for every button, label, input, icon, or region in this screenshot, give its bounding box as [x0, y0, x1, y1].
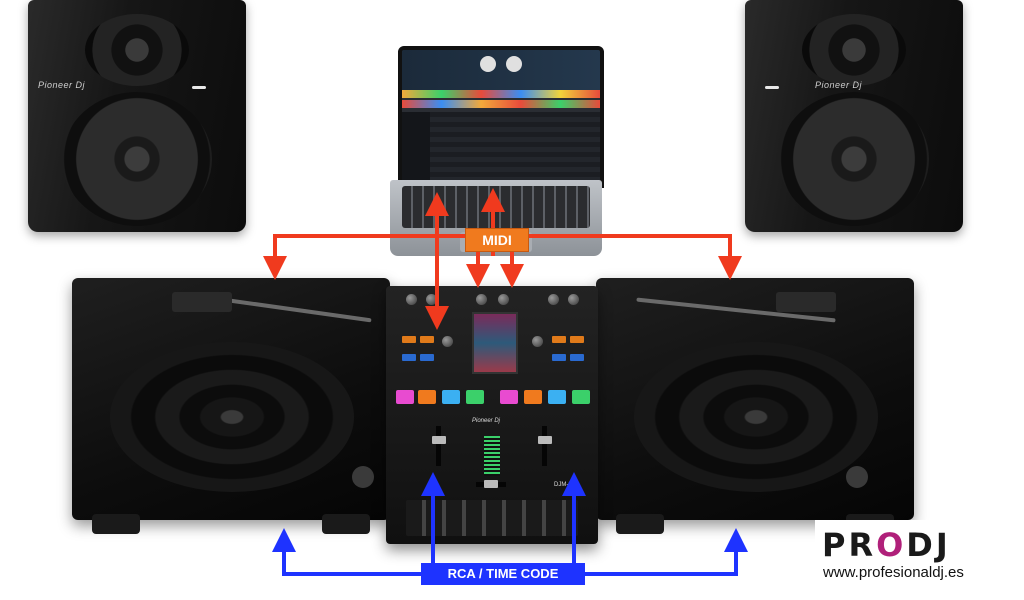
right-foot-1 [616, 514, 664, 534]
mixer-knob [426, 294, 437, 305]
laptop-screen [398, 46, 604, 188]
dj-software-decks [402, 50, 600, 90]
mixer-button [402, 354, 416, 361]
dj-mixer: Pioneer Dj DJM-S11 [386, 286, 598, 544]
prodj-url: www.profesionaldj.es [823, 564, 964, 581]
mixer-screen [472, 312, 518, 374]
track-list [402, 112, 600, 184]
channel-fader [542, 426, 547, 466]
mixer-knob [476, 294, 487, 305]
mixer-knob [406, 294, 417, 305]
rca-arrow-left [272, 528, 421, 576]
left-start-button [352, 466, 374, 488]
right-turntable [596, 278, 914, 534]
waveform-top [402, 90, 600, 98]
right-tonearm-base [776, 292, 836, 312]
mixer-brand: Pioneer Dj [472, 418, 501, 424]
mixer-button [552, 336, 566, 343]
mixer-knob [568, 294, 579, 305]
midi-arrow-right [527, 234, 742, 280]
left-platter [110, 342, 354, 492]
left-speaker: Pioneer Dj [28, 0, 246, 232]
right-speaker-tweeter [802, 14, 906, 86]
browser-sidebar [402, 112, 430, 184]
left-turntable [72, 278, 390, 534]
mixer-button [552, 354, 566, 361]
performance-pad [396, 390, 414, 404]
performance-pad [524, 390, 542, 404]
mixer-button [402, 336, 416, 343]
performance-pad [442, 390, 460, 404]
performance-pad [500, 390, 518, 404]
mixer-knob [532, 336, 543, 347]
mixer-button [570, 336, 584, 343]
left-speaker-brand: Pioneer Dj [38, 80, 86, 90]
rca-arrow-right [585, 528, 748, 576]
channel-fader-cap [432, 436, 446, 444]
midi-arrow-left [263, 234, 465, 280]
mixer-button [420, 354, 434, 361]
left-tonearm-base [172, 292, 232, 312]
mixer-knob [548, 294, 559, 305]
right-platter [634, 342, 878, 492]
right-speaker: Pioneer Dj [745, 0, 963, 232]
left-speaker-led [192, 86, 206, 89]
right-speaker-woofer [779, 92, 929, 226]
left-speaker-woofer [62, 92, 212, 226]
performance-pad [418, 390, 436, 404]
right-start-button [846, 466, 868, 488]
level-meter [484, 436, 500, 476]
performance-pad [572, 390, 590, 404]
rca-timecode-label: RCA / TIME CODE [421, 563, 585, 585]
left-foot-1 [92, 514, 140, 534]
prodj-logo: PRODJ [822, 526, 951, 564]
right-speaker-led [765, 86, 779, 89]
midi-label: MIDI [465, 228, 529, 252]
left-speaker-tweeter [85, 14, 189, 86]
mixer-knob [442, 336, 453, 347]
right-speaker-brand: Pioneer Dj [815, 80, 863, 90]
mixer-knob [498, 294, 509, 305]
channel-fader-cap [538, 436, 552, 444]
mixer-button [420, 336, 434, 343]
channel-fader [436, 426, 441, 466]
performance-pad [548, 390, 566, 404]
mixer-button [570, 354, 584, 361]
performance-pad [466, 390, 484, 404]
left-foot-2 [322, 514, 370, 534]
prodj-logo-box: PRODJ www.profesionaldj.es [815, 520, 1024, 600]
waveform-bottom [402, 100, 600, 108]
crossfader-cap [484, 480, 498, 488]
